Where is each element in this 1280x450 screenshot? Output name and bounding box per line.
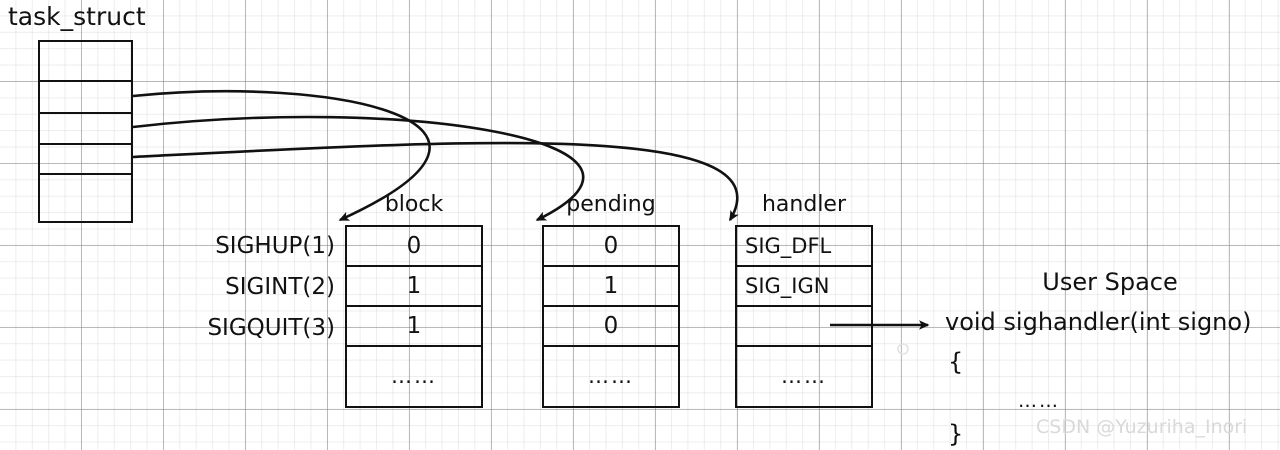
handler-cell-sigquit	[737, 307, 871, 348]
column-header-block: block	[384, 192, 444, 217]
decorative-circle	[897, 343, 909, 355]
task-struct-box	[38, 40, 133, 223]
sighandler-open-brace: {	[948, 348, 964, 376]
task-struct-title: task_struct	[8, 2, 146, 31]
task-struct-row-divider-1	[40, 80, 131, 82]
handler-table: SIG_DFL SIG_IGN ……	[735, 225, 873, 408]
handler-cell-ellipsis: ……	[781, 364, 827, 389]
signal-label-list: SIGHUP(1) SIGINT(2) SIGQUIT(3)	[145, 225, 335, 408]
csdn-watermark: CSDN @Yuzuriha_Inori	[1036, 416, 1248, 438]
pending-cell-ellipsis: ……	[588, 364, 634, 389]
task-struct-row-divider-3	[40, 143, 131, 145]
user-space-title: User Space	[1042, 268, 1178, 296]
column-header-pending: pending	[566, 192, 656, 217]
block-table: 0 1 1 ……	[345, 225, 483, 408]
signal-label-sigint: SIGINT(2)	[225, 274, 335, 300]
pending-cell-sighup: 0	[544, 227, 678, 268]
block-cell-sighup: 0	[347, 227, 481, 268]
task-struct-row-divider-4	[40, 173, 131, 175]
sighandler-body-ellipsis: ……	[1018, 390, 1060, 412]
signal-label-sighup: SIGHUP(1)	[215, 233, 335, 259]
task-struct-row-divider-2	[40, 112, 131, 114]
block-cell-sigquit: 1	[347, 307, 481, 348]
block-cell-ellipsis: ……	[391, 364, 437, 389]
signal-label-sigquit: SIGQUIT(3)	[207, 315, 335, 341]
user-space-group: User Space void sighandler(int signo) { …	[940, 268, 1280, 448]
pending-table: 0 1 0 ……	[542, 225, 680, 408]
sighandler-prototype: void sighandler(int signo)	[945, 308, 1252, 336]
column-header-handler: handler	[761, 192, 847, 217]
sighandler-close-brace: }	[948, 420, 964, 448]
handler-cell-sighup: SIG_DFL	[737, 227, 871, 268]
block-cell-sigint: 1	[347, 267, 481, 308]
handler-cell-sigint: SIG_IGN	[737, 267, 871, 308]
pending-cell-sigquit: 0	[544, 307, 678, 348]
pending-cell-sigint: 1	[544, 267, 678, 308]
